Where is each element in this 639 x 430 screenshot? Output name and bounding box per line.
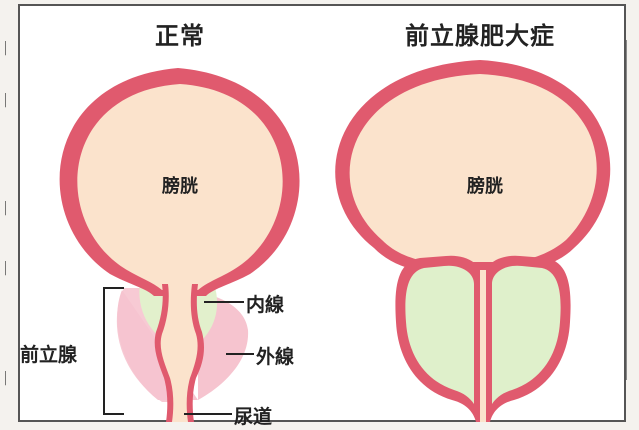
urethra-label: 尿道: [234, 402, 272, 429]
enlarged-lobe-right: [492, 266, 561, 404]
title-bph: 前立腺肥大症: [380, 16, 580, 51]
urethra-bph: [480, 270, 486, 422]
bladder-label-normal: 膀胱: [130, 172, 230, 198]
bladder-label-bph: 膀胱: [435, 172, 535, 198]
enlarged-lobe-left: [405, 266, 474, 404]
title-normal: 正常: [120, 16, 240, 51]
page-margin-right: [626, 40, 635, 380]
inner-gland-label: 内線: [246, 290, 284, 317]
prostate-label: 前立腺: [20, 340, 77, 367]
outer-gland-label: 外線: [256, 342, 294, 369]
